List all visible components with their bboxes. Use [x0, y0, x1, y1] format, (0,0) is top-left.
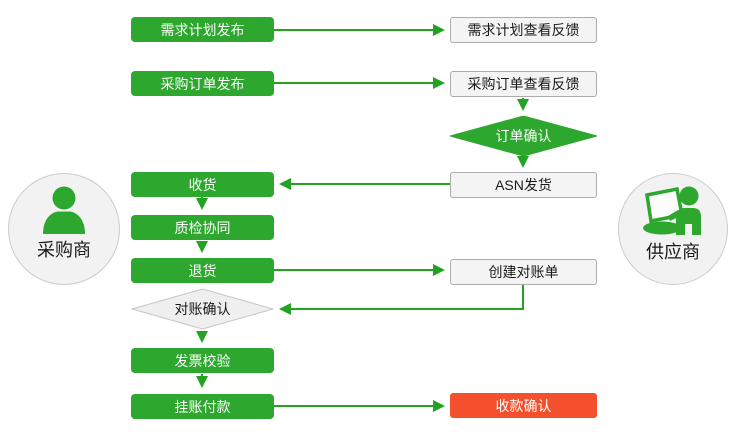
- node-order-confirm-label: 订单确认: [495, 128, 552, 144]
- node-quality-collab: 质检协同: [131, 215, 274, 240]
- node-invoice-check: 发票校验: [131, 348, 274, 373]
- buyer-label: 采购商: [37, 240, 91, 260]
- node-payment-on-account: 挂账付款: [131, 394, 274, 419]
- supplier-actor: 供应商: [618, 173, 728, 285]
- node-demand-plan-publish: 需求计划发布: [131, 17, 274, 42]
- node-order-confirm: 订单确认: [450, 116, 597, 156]
- node-demand-plan-feedback: 需求计划查看反馈: [450, 17, 597, 43]
- node-create-statement: 创建对账单: [450, 259, 597, 285]
- node-receive: 收货: [131, 172, 274, 197]
- node-reconcile-confirm: 对账确认: [131, 288, 274, 330]
- node-asn-ship: ASN发货: [450, 172, 597, 198]
- reconcile-diamond-shape: [131, 288, 274, 330]
- buyer-actor: 采购商: [8, 173, 120, 285]
- node-return-goods: 退货: [131, 258, 274, 283]
- node-po-publish: 采购订单发布: [131, 71, 274, 96]
- order-diamond-shape: [450, 116, 597, 156]
- node-po-feedback: 采购订单查看反馈: [450, 71, 597, 97]
- node-receipt-confirm: 收款确认: [450, 393, 597, 418]
- node-reconcile-confirm-label: 对账确认: [174, 301, 231, 317]
- person-laptop-icon: [643, 186, 701, 235]
- arrow-statement-to-reconcile: [279, 284, 524, 315]
- person-icon: [43, 186, 85, 234]
- supplier-label: 供应商: [646, 242, 700, 262]
